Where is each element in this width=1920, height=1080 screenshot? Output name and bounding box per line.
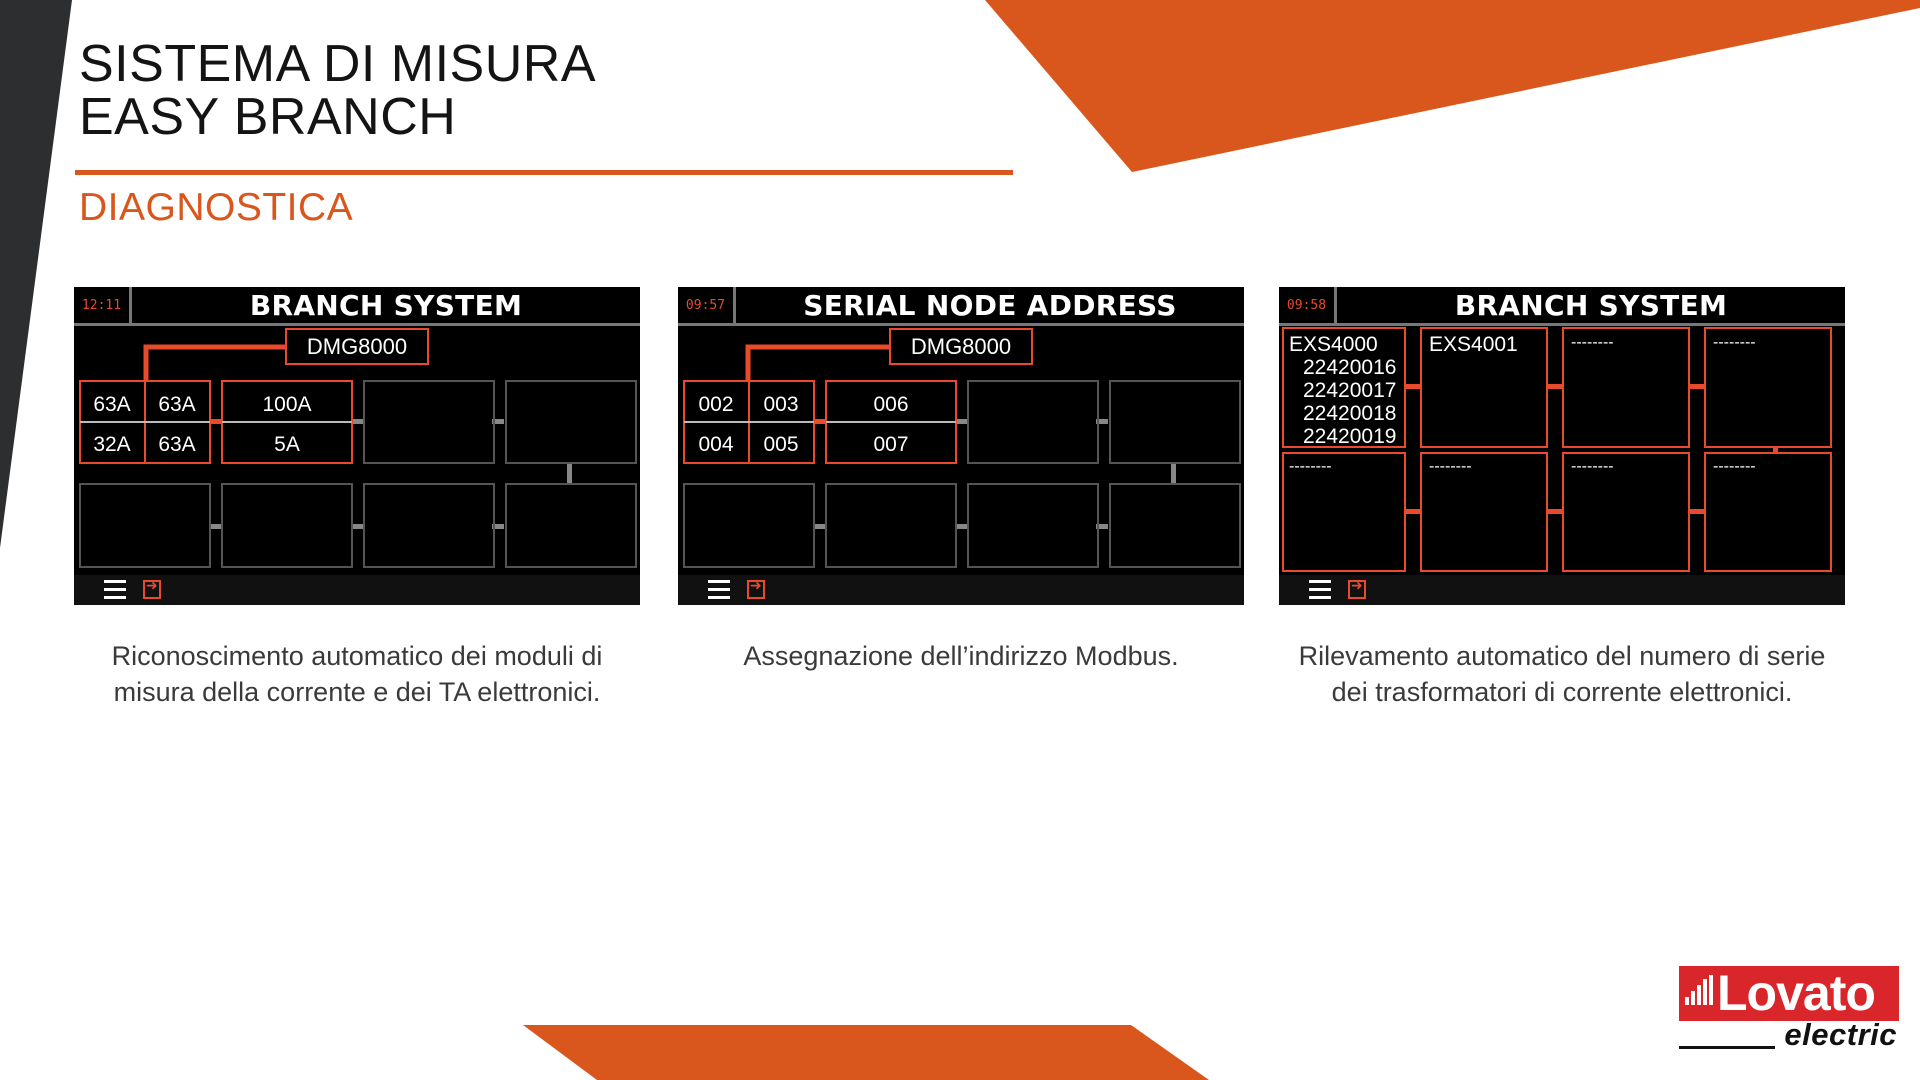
ct-box xyxy=(1282,327,1406,448)
module-a-value: 32A xyxy=(93,433,130,456)
device-label: DMG8000 xyxy=(911,334,1011,359)
bus-links xyxy=(814,419,1176,529)
ct-label: EXS4000 xyxy=(1289,333,1378,356)
module-b-value: 5A xyxy=(274,433,300,456)
slide-title-line1: SISTEMA DI MISURA xyxy=(79,35,597,93)
node-address: 007 xyxy=(873,433,908,456)
module-b: 100A 5A xyxy=(221,380,353,464)
exit-icon[interactable] xyxy=(747,578,765,599)
module-b-value: 100A xyxy=(262,393,311,416)
slide-title: SISTEMA DI MISURA EASY BRANCH xyxy=(79,38,596,144)
ct-diagram: EXS4000 22420016 22420017 22420018 22420… xyxy=(1282,327,1832,572)
left-dark-band xyxy=(0,0,72,548)
screen-header: 09:57 SERIAL NODE ADDRESS xyxy=(678,287,1244,326)
menu-icon[interactable] xyxy=(104,580,126,600)
module-b: 006 007 xyxy=(825,380,957,464)
screen-branch-system-serials: 09:58 BRANCH SYSTEM xyxy=(1279,287,1845,605)
logo-brand: Lovato xyxy=(1717,965,1876,1021)
caption-auto-recognition: Riconoscimento automatico dei moduli di … xyxy=(111,641,603,707)
bus-links xyxy=(210,419,572,529)
module-slot xyxy=(683,380,1241,568)
screen-serial-node-address: 09:57 SERIAL NODE ADDRESS DMG8000 xyxy=(678,287,1244,605)
caption-modbus-address: Assegnazione dell’indirizzo Modbus. xyxy=(743,641,1179,671)
module-a: 63A 63A 32A 63A xyxy=(79,380,211,464)
device-box xyxy=(889,328,1033,365)
node-address: 005 xyxy=(763,433,798,456)
ct-label: -------- xyxy=(1713,458,1756,475)
node-address: 006 xyxy=(873,393,908,416)
ct-box xyxy=(1282,452,1406,572)
screen-title: BRANCH SYSTEM xyxy=(1454,289,1728,322)
screen-footer xyxy=(678,575,1244,605)
ct-label: -------- xyxy=(1571,334,1614,351)
menu-icon[interactable] xyxy=(708,580,730,600)
ct-box xyxy=(1562,452,1690,572)
screen-header: 12:11 BRANCH SYSTEM xyxy=(74,287,640,326)
exit-icon[interactable] xyxy=(1348,578,1366,599)
ct-box xyxy=(1420,327,1548,448)
device-box xyxy=(285,328,429,365)
screen-time: 12:11 xyxy=(74,287,132,324)
caption-serial-detection: Rilevamento automatico del numero di ser… xyxy=(1298,641,1826,707)
module-diagram: DMG8000 002 xyxy=(683,328,1241,568)
connector-line xyxy=(143,344,286,382)
module-slot xyxy=(79,380,637,568)
ct-label: EXS4001 xyxy=(1429,333,1518,356)
title-divider xyxy=(75,170,1013,175)
ct-label: -------- xyxy=(1571,458,1614,475)
logo-underline xyxy=(1679,1046,1775,1049)
connector-line xyxy=(745,344,890,382)
logo-bars-icon xyxy=(1685,975,1713,1005)
exit-icon[interactable] xyxy=(143,578,161,599)
logo-badge: Lovato xyxy=(1679,965,1899,1021)
node-address: 003 xyxy=(763,393,798,416)
lovato-logo: Lovato electric xyxy=(1679,965,1899,1052)
ct-box xyxy=(1704,327,1832,448)
node-address: 004 xyxy=(698,433,733,456)
screen-title: SERIAL NODE ADDRESS xyxy=(803,289,1177,322)
module-a: 002 003 004 005 xyxy=(683,380,815,464)
ct-label: -------- xyxy=(1429,458,1472,475)
device-label: DMG8000 xyxy=(307,334,407,359)
ct-label: -------- xyxy=(1713,334,1756,351)
module-a-value: 63A xyxy=(158,393,195,416)
module-diagram: DMG8000 63A xyxy=(79,328,637,568)
module-a-value: 63A xyxy=(158,433,195,456)
bottom-orange-shape xyxy=(523,1025,1209,1080)
ct-serial: 22420018 xyxy=(1303,402,1396,425)
section-title: DIAGNOSTICA xyxy=(79,186,354,229)
ct-box xyxy=(1420,452,1548,572)
menu-icon[interactable] xyxy=(1309,580,1331,600)
screen-branch-system: 12:11 BRANCH SYSTEM DMG8000 xyxy=(74,287,640,605)
node-address: 002 xyxy=(698,393,733,416)
screen-title: BRANCH SYSTEM xyxy=(249,289,523,322)
screen-header: 09:58 BRANCH SYSTEM xyxy=(1279,287,1845,326)
screen-time: 09:57 xyxy=(678,287,736,324)
screen-footer xyxy=(74,575,640,605)
screen-footer xyxy=(1279,575,1845,605)
screen-time: 09:58 xyxy=(1279,287,1337,324)
ct-serial: 22420019 xyxy=(1303,425,1396,448)
top-right-orange-shape xyxy=(985,0,1920,172)
logo-sub: electric xyxy=(1784,1017,1897,1052)
ct-serial: 22420017 xyxy=(1303,379,1396,402)
ct-box xyxy=(1562,327,1690,448)
module-a-value: 63A xyxy=(93,393,130,416)
ct-box xyxy=(1704,452,1832,572)
ct-serial: 22420016 xyxy=(1303,356,1396,379)
ct-label: -------- xyxy=(1289,458,1332,475)
slide-title-line2: EASY BRANCH xyxy=(79,88,457,146)
